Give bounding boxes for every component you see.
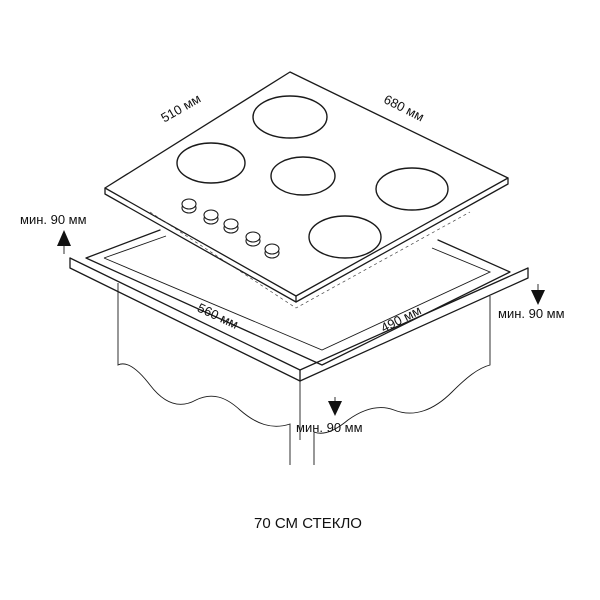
cutout-inner-rim — [103, 235, 492, 351]
countertop-left-front-edge — [69, 257, 301, 382]
cutout-width-label: 560 мм — [195, 300, 241, 332]
cutout-outer-rim — [85, 229, 511, 366]
countertop-top-edge — [69, 257, 529, 371]
control-knob-icon — [181, 198, 197, 214]
cabinet-right-wall — [313, 296, 491, 465]
control-knob-icon — [203, 209, 219, 225]
arrow-down-icon — [328, 397, 342, 416]
clearance-front-label: мин. 90 мм — [296, 420, 363, 435]
control-knobs — [181, 198, 280, 259]
cabinet-left-wall — [117, 283, 291, 465]
burner-ring-icon — [308, 215, 382, 259]
clearance-left-label: мин. 90 мм — [20, 212, 87, 227]
control-knob-icon — [245, 231, 261, 247]
hob-right-edge — [295, 177, 509, 303]
burner-ring-icon — [270, 156, 336, 196]
hob-depth-label: 510 мм — [158, 91, 203, 126]
arrow-down-icon — [531, 284, 545, 305]
countertop — [69, 257, 529, 465]
clearance-right-label: мин. 90 мм — [498, 306, 565, 321]
burner-ring-icon — [176, 142, 246, 184]
burner-ring-icon — [252, 95, 328, 139]
burner-ring-icon — [375, 167, 449, 211]
cutout-opening — [85, 229, 511, 366]
control-knob-icon — [264, 243, 280, 259]
cutout-depth-label: 490 мм — [378, 302, 423, 335]
hob-glass-panel — [104, 71, 509, 309]
hob-underside-outline — [149, 211, 471, 309]
arrow-up-icon — [57, 230, 71, 254]
product-caption: 70 СМ СТЕКЛО — [254, 515, 362, 532]
burners — [176, 95, 449, 259]
control-knob-icon — [223, 218, 239, 234]
countertop-right-front-edge — [299, 267, 529, 382]
hob-front-edge — [104, 187, 297, 303]
